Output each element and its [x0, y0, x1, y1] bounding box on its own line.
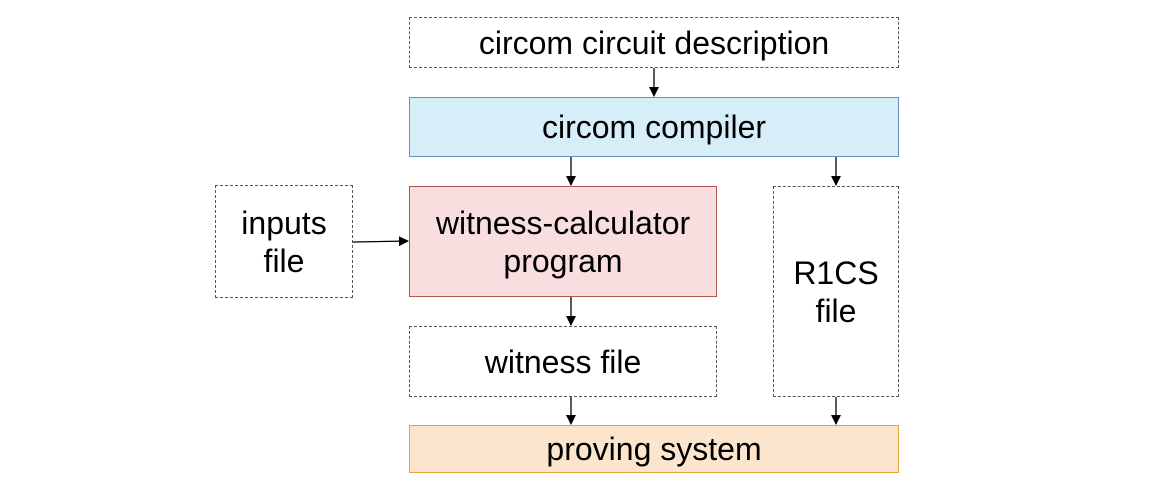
inputs-file-node: inputs file	[215, 185, 353, 298]
compiler-label: circom compiler	[541, 109, 767, 145]
circuit-description-label: circom circuit description	[478, 24, 830, 61]
compiler-node: circom compiler	[409, 97, 899, 157]
r1cs-file-label-line1: R1CS	[793, 254, 879, 291]
witness-calculator-label-line2: program	[503, 242, 623, 279]
arrow-inputs-to-witness-calculator	[352, 236, 409, 247]
inputs-file-label-line1: inputs	[241, 204, 327, 241]
proving-system-label: proving system	[546, 431, 762, 467]
circuit-description-node: circom circuit description	[409, 17, 899, 68]
proving-system-node: proving system	[409, 425, 899, 473]
r1cs-file-node: R1CS file	[773, 186, 899, 397]
witness-file-node: witness file	[409, 326, 717, 397]
inputs-file-label-line2: file	[263, 242, 305, 279]
witness-calculator-label-line1: witness-calculator	[435, 204, 691, 241]
r1cs-file-label-line2: file	[815, 292, 857, 329]
witness-calculator-node: witness-calculator program	[409, 186, 717, 297]
witness-file-label: witness file	[484, 343, 642, 380]
